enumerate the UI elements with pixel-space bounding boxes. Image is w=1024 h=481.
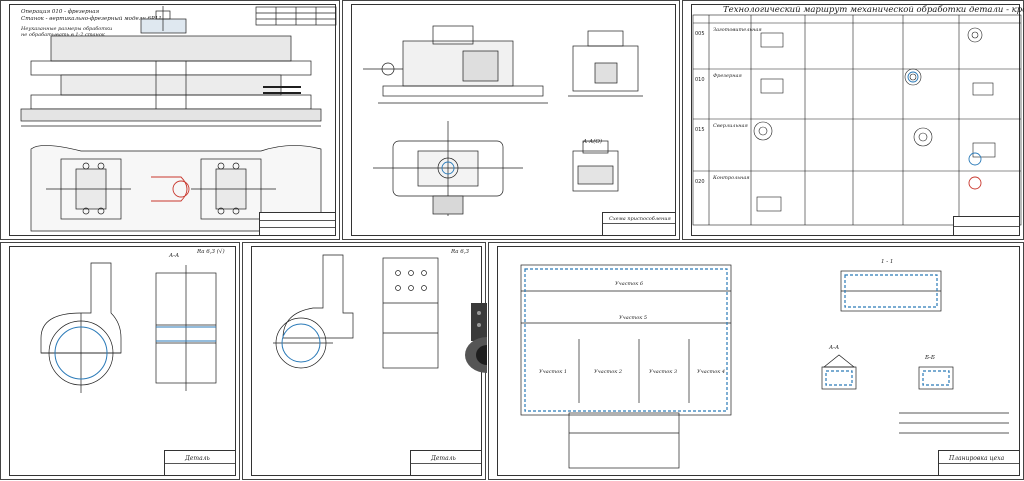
note-line-2: не обрабатывать в 1-2 станок [21,32,105,38]
area-label-4: Участок 4 [697,369,726,375]
operation-label: Операция 010 - фрезерная [21,9,100,15]
shop-layout-drawing [520,264,1009,469]
op-number-4: 020 [695,179,705,185]
title-block: Схема приспособления [602,212,676,236]
title-block: Деталь [164,450,236,476]
drawing-sheet-detail-2[interactable]: Ra 6,3 Деталь [242,242,487,480]
area-label-2: Участок 2 [594,369,623,375]
note-line-1: Неуказанные размеры обработки [21,26,113,32]
op-name-3: Сверлильная [713,123,748,129]
stamp-title: Планировка цеха [949,455,1005,462]
drawing-sheet-route-map[interactable]: Технологический маршрут механической обр… [682,0,1024,240]
section-b-label: Б-Б [925,355,935,361]
drawing-sheet-fixture-schema[interactable]: А-А(О) [342,0,680,240]
machine-label: Станок - вертикально-фрезерный модели 6Р… [21,16,162,22]
title-block [953,216,1020,236]
fixture-schema-drawing [363,25,643,216]
area-label-6: Участок 6 [615,281,644,287]
sheet-frame [9,246,236,476]
view-label: 1 - 1 [881,259,894,265]
area-label-5: Участок 5 [619,315,648,321]
area-label-1: Участок 1 [539,369,568,375]
title-block [259,212,336,236]
section-a-label: А-А [829,345,840,351]
route-map-table [692,14,1022,226]
op-name-1: Заготовительная [713,27,762,33]
sheet-frame [497,246,1020,476]
route-map-title: Технологический маршрут механической обр… [723,5,1024,15]
sheet-frame [9,4,336,236]
stamp-text: Схема приспособления [609,216,671,222]
title-block: Планировка цеха [938,450,1020,476]
sheet-frame [691,4,1020,236]
drawing-sheet-shop-layout[interactable]: Участок 6 Участок 5 Участок 1 Участок 2 … [488,242,1024,480]
detail-2-drawing [273,254,487,373]
part-3d-view [465,303,487,373]
op-number-1: 005 [695,31,705,37]
drawing-sheet-detail[interactable]: Ra 6,3 (√) А-А Деталь [0,242,240,480]
op-name-2: Фрезерная [713,73,742,79]
fixture-drawing [20,6,337,232]
area-label-3: Участок 3 [649,369,678,375]
stamp-title: Деталь [185,455,210,462]
title-block: Деталь [410,450,482,476]
section-label: А-А [169,253,180,259]
sheet-frame [351,4,676,236]
op-number-3: 015 [695,127,705,133]
roughness-mark: Ra 6,3 (√) [197,249,225,255]
op-number-2: 010 [695,77,705,83]
roughness-mark: Ra 6,3 [451,249,470,255]
detail-drawing [40,262,217,393]
op-name-4: Контрольная [713,175,750,181]
drawing-sheet-fixture[interactable]: Операция 010 - фрезерная Станок - вертик… [0,0,340,240]
section-label: А-А(О) [583,139,602,145]
stamp-title: Деталь [431,455,456,462]
